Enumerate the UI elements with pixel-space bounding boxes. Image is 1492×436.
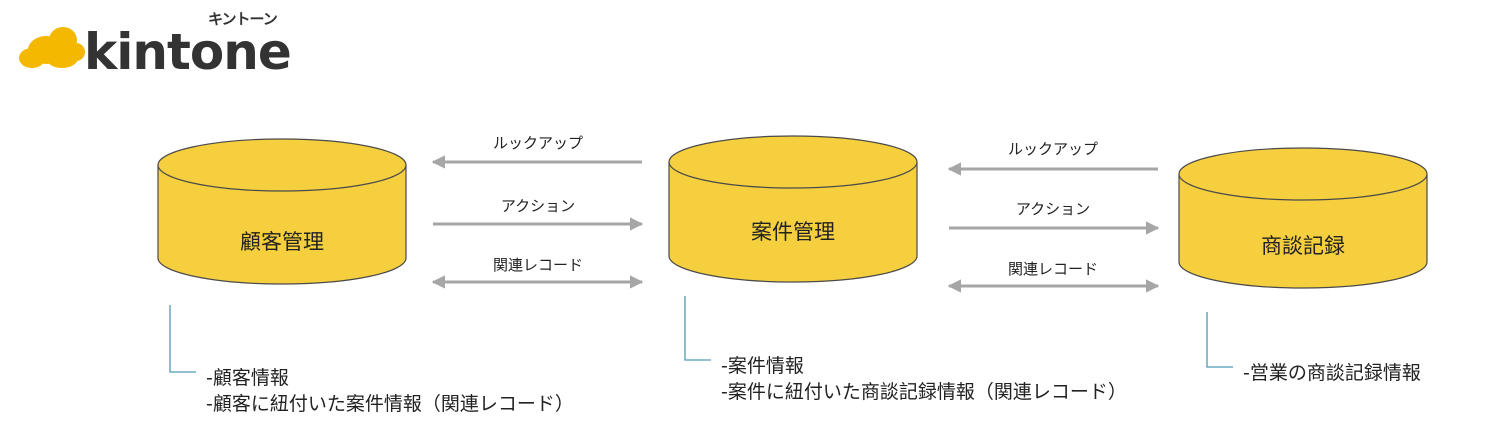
note-connector-2 xyxy=(684,296,711,361)
note-line: -顧客に紐付いた案件情報（関連レコード） xyxy=(206,393,574,415)
note-line: -案件に紐付いた商談記録情報（関連レコード） xyxy=(721,381,1127,403)
kintone-logo-wordmark: kintone xyxy=(84,23,292,81)
action-label-2: アクション xyxy=(1015,200,1091,218)
note-line: -案件情報 xyxy=(721,355,804,377)
note-line: -営業の商談記録情報 xyxy=(1243,362,1421,384)
note-connector-1 xyxy=(169,305,196,373)
kintone-logo-kana: キントーン xyxy=(208,10,278,28)
lookup-label-2: ルックアップ xyxy=(1007,140,1098,158)
note-connector-3 xyxy=(1206,312,1233,368)
database-label-case: 案件管理 xyxy=(751,220,835,244)
lookup-label-1: ルックアップ xyxy=(492,134,583,152)
database-label-meeting: 商談記録 xyxy=(1261,234,1345,258)
note-meeting: -営業の商談記録情報 xyxy=(1243,360,1421,386)
related-label-1: 関連レコード xyxy=(492,256,583,274)
database-meeting xyxy=(1178,147,1428,289)
database-label-customer: 顧客管理 xyxy=(240,230,324,254)
note-case: -案件情報 -案件に紐付いた商談記録情報（関連レコード） xyxy=(721,353,1127,405)
action-label-1: アクション xyxy=(500,197,576,215)
kintone-cloud-icon xyxy=(19,27,85,68)
note-customer: -顧客情報 -顧客に紐付いた案件情報（関連レコード） xyxy=(206,365,574,417)
note-line: -顧客情報 xyxy=(206,367,289,389)
database-customer xyxy=(157,138,407,285)
database-case xyxy=(668,135,918,283)
related-label-2: 関連レコード xyxy=(1007,260,1098,278)
